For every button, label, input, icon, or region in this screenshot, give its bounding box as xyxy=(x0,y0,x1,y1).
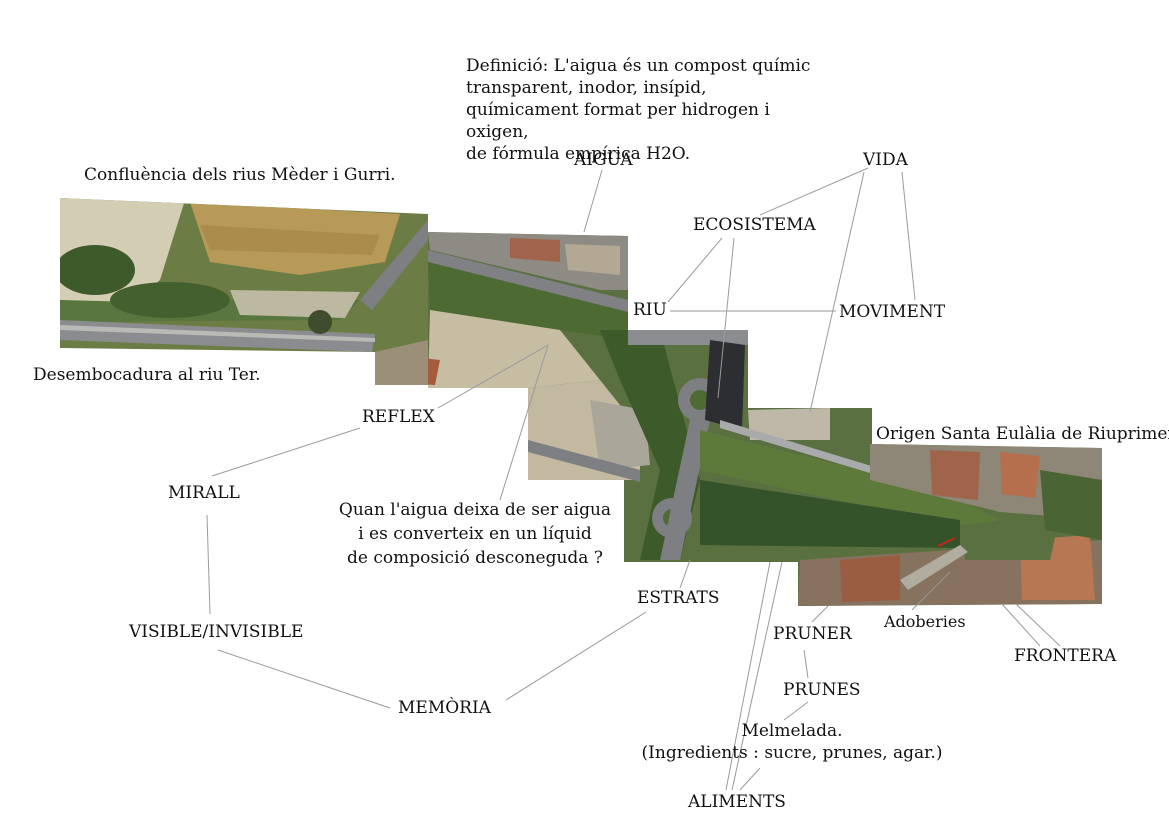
line-vida-photo xyxy=(809,171,865,413)
definition-line: transparent, inodor, insípid, xyxy=(466,78,707,98)
line-reflex-photo xyxy=(437,344,549,409)
concept-ecosistema: ECOSISTEMA xyxy=(693,215,816,235)
line-estrats-photo xyxy=(679,559,691,589)
jam-recipe: Melmelada. (Ingredients : sucre, prunes,… xyxy=(630,720,954,764)
line-prunes-melmelada xyxy=(783,701,809,721)
line-reflex-mirall xyxy=(211,427,361,477)
definition-line: Definició: L'aigua és un compost químic xyxy=(466,56,811,76)
line-ecosistema-photo xyxy=(717,237,735,399)
concept-visible-invisible: VISIBLE/INVISIBLE xyxy=(129,622,304,642)
concept-aigua: AIGUA xyxy=(574,150,633,170)
river-mouth-caption: Desembocadura al riu Ter. xyxy=(33,365,261,385)
photo-segment-confluence xyxy=(60,198,428,385)
concept-memoria: MEMÒRIA xyxy=(398,698,491,718)
line-aliments-photo-1 xyxy=(725,561,771,791)
line-ecosistema-riu xyxy=(667,237,723,303)
concept-aliments: ALIMENTS xyxy=(688,792,786,812)
red-marker xyxy=(937,537,956,547)
concept-vida: VIDA xyxy=(863,150,908,170)
concept-estrats: ESTRATS xyxy=(637,588,720,608)
concept-riu: RIU xyxy=(633,300,667,320)
origin-caption: Origen Santa Eulàlia de Riuprimer. xyxy=(876,424,1169,444)
line-adoberies-photo xyxy=(911,571,951,611)
line-memoria-estrats xyxy=(505,611,647,701)
question-line: de composició desconeguda ? xyxy=(347,548,603,568)
jam-line: Melmelada. xyxy=(741,721,843,741)
jam-line: (Ingredients : sucre, prunes, agar.) xyxy=(641,743,943,763)
question-line: Quan l'aigua deixa de ser aigua xyxy=(338,500,612,520)
line-question-photo xyxy=(499,344,549,501)
water-definition: Definició: L'aigua és un compost químic … xyxy=(466,55,826,165)
confluence-caption: Confluència dels rius Mèder i Gurri. xyxy=(84,165,396,185)
definition-line: de fórmula empírica H2O. xyxy=(466,144,691,164)
concept-mirall: MIRALL xyxy=(168,483,240,503)
concept-frontera: FRONTERA xyxy=(1014,646,1117,666)
line-frontera-photo-2 xyxy=(1015,603,1061,647)
line-aigua-photo xyxy=(583,169,603,233)
line-pruner-photo xyxy=(811,605,829,623)
line-visible-memoria xyxy=(217,649,391,709)
line-aliments-photo-2 xyxy=(731,561,783,791)
line-mirall-visible xyxy=(206,514,211,615)
concept-prunes: PRUNES xyxy=(783,680,861,700)
definition-line: químicament format per hidrogen i oxigen… xyxy=(466,100,770,142)
line-vida-ecosistema xyxy=(759,167,869,216)
question-text: Quan l'aigua deixa de ser aigua i es con… xyxy=(320,498,630,570)
line-frontera-photo-1 xyxy=(1001,603,1041,647)
line-pruner-prunes xyxy=(803,649,809,679)
question-line: i es converteix en un líquid xyxy=(358,524,592,544)
concept-adoberies: Adoberies xyxy=(884,612,966,631)
concept-moviment: MOVIMENT xyxy=(839,302,946,322)
line-vida-moviment xyxy=(901,171,916,301)
line-melmelada-aliments xyxy=(739,767,761,791)
connector-lines xyxy=(206,167,1061,791)
concept-pruner: PRUNER xyxy=(773,624,852,644)
concept-reflex: REFLEX xyxy=(362,407,435,427)
